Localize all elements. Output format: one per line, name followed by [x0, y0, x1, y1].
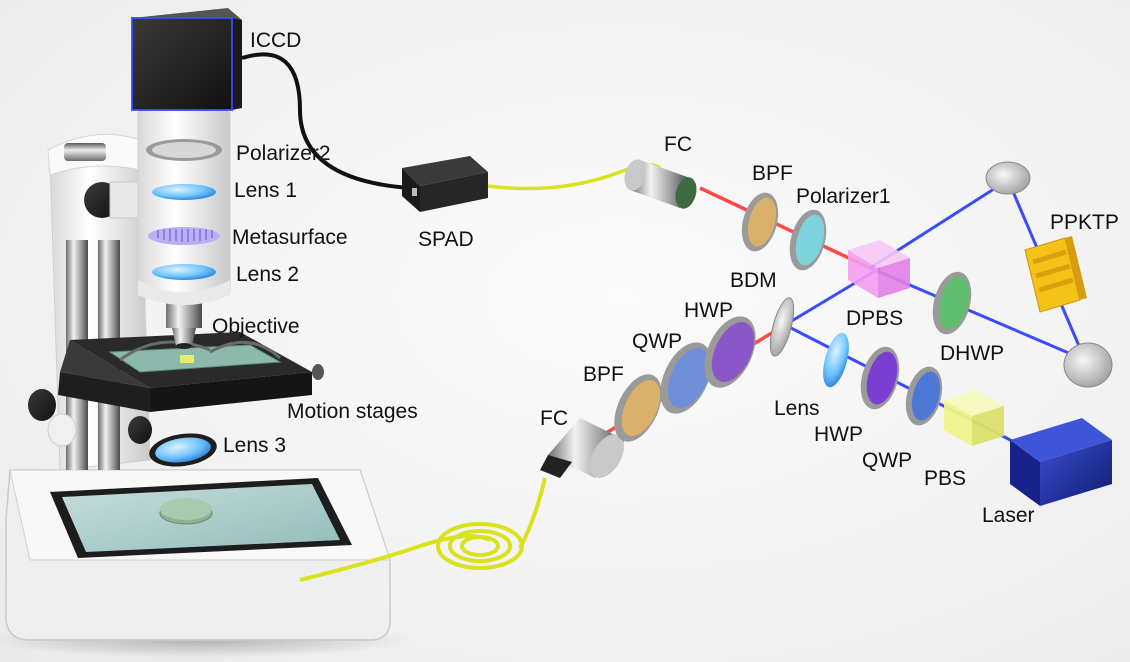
label-dhwp: DHWP [940, 342, 1005, 365]
fc-left [540, 418, 625, 478]
laser-source [1010, 418, 1112, 506]
label-metasurface: Metasurface [232, 226, 348, 249]
hwp-right [860, 346, 900, 410]
label-fc-top: FC [664, 133, 692, 156]
dpbs-cube [848, 240, 910, 298]
microscope [0, 8, 410, 658]
lens-3 [155, 437, 211, 463]
spad-port [412, 188, 417, 196]
stage-knob [28, 389, 56, 421]
spad-top [402, 156, 488, 186]
pbs-cube [944, 390, 1004, 446]
label-iccd: ICCD [250, 29, 302, 52]
stage-clip-left [119, 340, 211, 362]
label-pbs: PBS [924, 467, 967, 490]
bpf-top [741, 192, 779, 252]
hwp-left [704, 316, 756, 388]
motion-stage-front [150, 372, 312, 412]
label-lens-2: Lens 2 [236, 263, 300, 286]
focus-block [109, 181, 141, 219]
label-laser: Laser [982, 504, 1035, 527]
lens-1 [152, 184, 216, 200]
bdm-mirror [769, 297, 795, 357]
dhwp [932, 271, 972, 335]
spad-front [420, 172, 488, 212]
label-hwp-left: HWP [684, 299, 733, 322]
ppktp-crystal [1024, 236, 1087, 313]
iccd-edge-glow [131, 17, 233, 111]
label-spad: SPAD [418, 228, 474, 251]
motion-stage-side [58, 372, 150, 412]
iccd-cable [241, 52, 411, 190]
stage-clip-right [209, 340, 282, 360]
label-hwp-right: HWP [814, 423, 863, 446]
qwp-left [660, 342, 712, 414]
label-dpbs: DPBS [846, 307, 904, 330]
label-polarizer1: Polarizer1 [796, 185, 891, 208]
label-lens: Lens [774, 397, 820, 420]
motion-stage-left [60, 340, 150, 388]
red-beam-top [699, 186, 871, 270]
label-fc-left: FC [540, 407, 568, 430]
lens-2 [152, 264, 216, 280]
label-qwp-left: QWP [632, 330, 683, 353]
fc-top [624, 159, 697, 209]
fiber-coil [299, 477, 547, 582]
mirror-top-right [985, 161, 1031, 195]
label-polarizer2: Polarizer2 [236, 142, 331, 165]
spad-detector [402, 156, 488, 212]
fc-top-back [624, 159, 646, 191]
iccd-camera [131, 8, 242, 111]
label-bpf-left: BPF [583, 363, 624, 386]
spad-left [402, 168, 420, 212]
stage-knob-3 [47, 413, 77, 447]
objective-tip [172, 328, 196, 346]
label-objective: Objective [212, 315, 300, 338]
iccd-side [232, 18, 242, 110]
bpf-left [614, 374, 662, 442]
objective-lens [176, 343, 192, 349]
metasurface [148, 227, 220, 245]
polarizer-1 [789, 209, 827, 271]
stage-screw [312, 364, 324, 380]
mirror-bottom-right [1063, 342, 1113, 388]
label-motion-stages: Motion stages [287, 400, 418, 423]
fc-top-lens [675, 177, 697, 209]
sample-dish-top [160, 498, 212, 520]
label-bpf-top: BPF [752, 162, 793, 185]
lens-right [823, 332, 849, 388]
label-lens-3: Lens 3 [223, 434, 287, 457]
polarizer-2 [152, 142, 216, 158]
metasurface-pillars [157, 229, 213, 242]
sample-chip [180, 355, 194, 363]
label-qwp-right: QWP [862, 449, 913, 472]
stage-knob-2 [128, 416, 152, 444]
iccd-front [132, 18, 232, 110]
tube-bottom [138, 280, 230, 305]
label-ppktp: PPKTP [1050, 211, 1119, 234]
arm-knob-top [64, 143, 106, 161]
label-bdm: BDM [730, 269, 777, 292]
label-lens-1: Lens 1 [234, 179, 298, 202]
qwp-right [905, 366, 943, 426]
